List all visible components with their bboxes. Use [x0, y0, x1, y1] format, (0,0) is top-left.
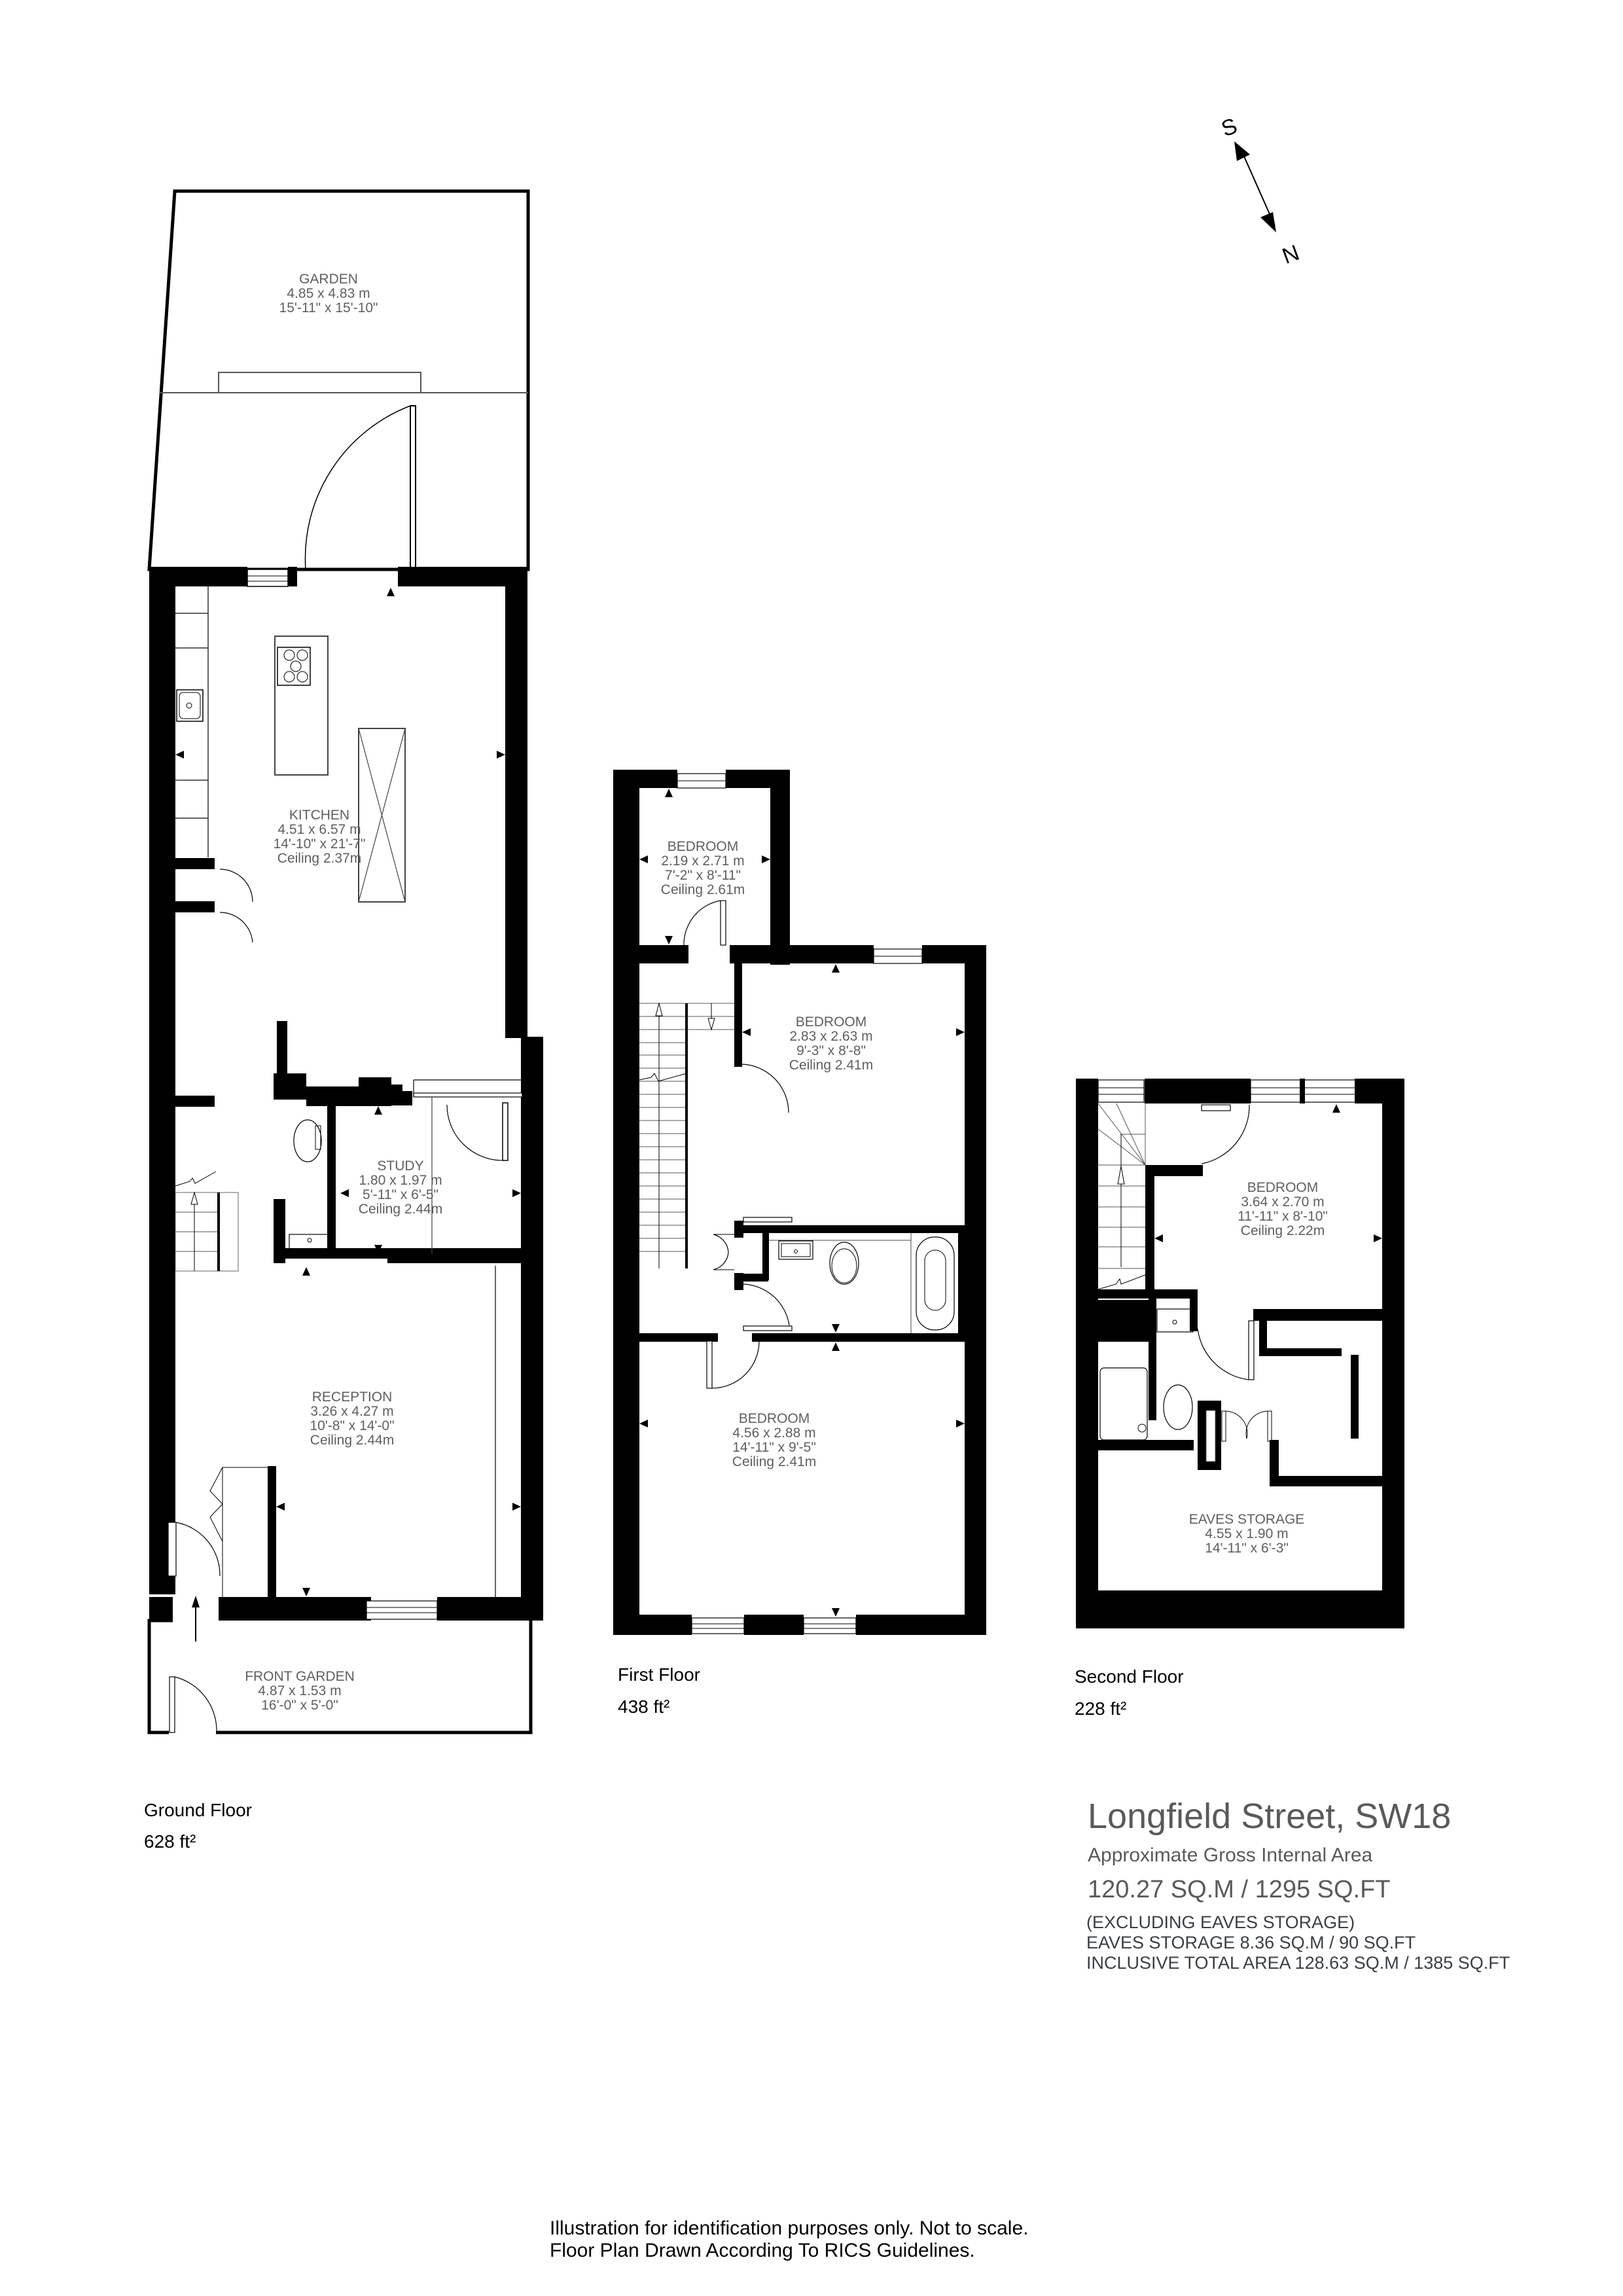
bathtub-icon: [916, 1236, 955, 1331]
disclaimer-line-1: Illustration for identification purposes…: [550, 2217, 1029, 2239]
property-subtitle: Approximate Gross Internal Area: [1088, 1844, 1373, 1866]
front-garden-label: FRONT GARDEN 4.87 x 1.53 m 16'-0" x 5'-0…: [245, 1669, 355, 1713]
front-door-leaf: [168, 1522, 177, 1577]
svg-text:4.85 x 4.83 m: 4.85 x 4.83 m: [287, 286, 370, 301]
svg-text:BEDROOM: BEDROOM: [796, 1014, 867, 1030]
wc-toilet-icon: [293, 1119, 322, 1162]
svg-text:4.51 x 6.57 m: 4.51 x 6.57 m: [277, 822, 361, 837]
first-floor-stairs: [639, 1002, 734, 1268]
property-total-area: 120.27 SQ.M / 1295 SQ.FT: [1088, 1876, 1391, 1903]
svg-text:KITCHEN: KITCHEN: [289, 808, 349, 823]
ground-floor-title: Ground Floor: [144, 1800, 252, 1820]
svg-text:14'-10" x 21'-7": 14'-10" x 21'-7": [274, 836, 366, 852]
compass-arrow-south-icon: [1234, 141, 1250, 161]
reception-window: [366, 1600, 438, 1620]
first-floor-bedroom-middle-label: BEDROOM 2.83 x 2.63 m 9'-3" x 8'-8" Ceil…: [789, 1014, 873, 1073]
svg-text:Ceiling 2.22m: Ceiling 2.22m: [1241, 1223, 1325, 1238]
disclaimer-line-2: Floor Plan Drawn According To RICS Guide…: [550, 2240, 975, 2261]
svg-text:Ceiling 2.44m: Ceiling 2.44m: [310, 1433, 394, 1448]
kitchen-label: KITCHEN 4.51 x 6.57 m 14'-10" x 21'-7" C…: [274, 808, 366, 866]
kitchen-island: [274, 636, 329, 776]
garden-boundary: [147, 189, 530, 571]
first-floor-plan: BEDROOM 2.19 x 2.71 m 7'-2" x 8'-11" Cei…: [613, 770, 986, 1635]
svg-text:Ceiling 2.41m: Ceiling 2.41m: [732, 1454, 816, 1469]
svg-text:5'-11" x 6'-5": 5'-11" x 6'-5": [363, 1187, 438, 1202]
kitchen-sink-icon: [176, 689, 204, 722]
front-gate-leaf: [169, 1676, 175, 1733]
garden-planter: [218, 372, 421, 393]
eaves-storage-label: EAVES STORAGE 4.55 x 1.90 m 14'-11" x 6'…: [1189, 1512, 1305, 1556]
garden-label: GARDEN 4.85 x 4.83 m 15'-11" x 15'-10": [279, 272, 378, 315]
hob-icon: [277, 647, 311, 686]
svg-text:15'-11" x 15'-10": 15'-11" x 15'-10": [279, 300, 378, 315]
second-floor-area: 228 ft²: [1075, 1698, 1127, 1719]
svg-text:4.56 x 2.88 m: 4.56 x 2.88 m: [732, 1426, 815, 1441]
svg-text:Ceiling 2.61m: Ceiling 2.61m: [661, 882, 745, 897]
area-note-excluding: (EXCLUDING EAVES STORAGE): [1086, 1912, 1355, 1932]
rooflight: [358, 728, 406, 903]
boiler-cupboard: [1098, 1300, 1149, 1342]
svg-text:1.80 x 1.97 m: 1.80 x 1.97 m: [359, 1173, 442, 1188]
first-floor-bedroom-front-label: BEDROOM 4.56 x 2.88 m 14'-11" x 9'-5" Ce…: [732, 1411, 816, 1469]
wc-basin-icon: [289, 1234, 330, 1249]
svg-text:16'-0" x 5'-0": 16'-0" x 5'-0": [261, 1698, 338, 1713]
shower-room-basin-icon: [1156, 1308, 1194, 1333]
svg-text:STUDY: STUDY: [377, 1158, 423, 1174]
svg-text:14'-11" x 9'-5": 14'-11" x 9'-5": [732, 1440, 816, 1455]
ground-stairs: [175, 1171, 239, 1272]
shower-room-toilet-icon: [1163, 1384, 1193, 1430]
reception-label: RECEPTION 3.26 x 4.27 m 10'-8" x 14'-0" …: [310, 1390, 394, 1448]
study-label: STUDY 1.80 x 1.97 m 5'-11" x 6'-5" Ceili…: [359, 1158, 442, 1217]
svg-text:GARDEN: GARDEN: [299, 272, 358, 287]
svg-text:BEDROOM: BEDROOM: [739, 1411, 810, 1426]
second-floor-title: Second Floor: [1075, 1666, 1184, 1687]
svg-text:BEDROOM: BEDROOM: [668, 839, 739, 854]
first-floor-area: 438 ft²: [618, 1696, 670, 1717]
svg-text:RECEPTION: RECEPTION: [312, 1390, 393, 1405]
disclaimer: Illustration for identification purposes…: [550, 2217, 1028, 2262]
svg-text:3.26 x 4.27 m: 3.26 x 4.27 m: [310, 1404, 393, 1419]
svg-text:2.83 x 2.63 m: 2.83 x 2.63 m: [789, 1029, 872, 1044]
svg-text:2.19 x 2.71 m: 2.19 x 2.71 m: [661, 853, 744, 869]
property-title: Longfield Street, SW18: [1088, 1797, 1452, 1836]
compass-north-label: N: [1279, 240, 1302, 269]
garden-door-swing: [304, 405, 411, 570]
ground-floor-plan: KITCHEN 4.51 x 6.57 m 14'-10" x 21'-7" C…: [147, 189, 543, 1734]
svg-text:7'-2" x 8'-11": 7'-2" x 8'-11": [665, 868, 741, 883]
svg-text:4.87 x 1.53 m: 4.87 x 1.53 m: [258, 1683, 341, 1698]
svg-text:Ceiling 2.41m: Ceiling 2.41m: [789, 1058, 873, 1073]
compass: S N: [1218, 113, 1302, 269]
svg-text:FRONT GARDEN: FRONT GARDEN: [245, 1669, 355, 1684]
svg-text:EAVES STORAGE: EAVES STORAGE: [1189, 1512, 1305, 1527]
bathroom-toilet-icon: [829, 1242, 859, 1285]
first-floor-bedroom-rear-label: BEDROOM 2.19 x 2.71 m 7'-2" x 8'-11" Cei…: [661, 839, 745, 897]
svg-text:14'-11" x 6'-3": 14'-11" x 6'-3": [1205, 1541, 1289, 1556]
entrance-arrow-icon: [192, 1596, 200, 1607]
second-floor-stairs: [1097, 1103, 1146, 1290]
compass-south-label: S: [1218, 113, 1240, 141]
bathroom-basin-icon: [778, 1240, 813, 1260]
svg-text:3.64 x 2.70 m: 3.64 x 2.70 m: [1241, 1194, 1324, 1210]
svg-text:BEDROOM: BEDROOM: [1247, 1180, 1319, 1195]
second-floor-bedroom-label: BEDROOM 3.64 x 2.70 m 11'-11" x 8'-10" C…: [1238, 1180, 1328, 1238]
second-floor-plan: BEDROOM 3.64 x 2.70 m 11'-11" x 8'-10" C…: [1076, 1079, 1404, 1628]
compass-line: [1241, 150, 1275, 226]
svg-text:9'-3" x 8'-8": 9'-3" x 8'-8": [796, 1043, 866, 1058]
svg-text:Ceiling 2.37m: Ceiling 2.37m: [277, 851, 361, 866]
svg-text:Ceiling 2.44m: Ceiling 2.44m: [359, 1202, 442, 1217]
svg-text:10'-8" x 14'-0": 10'-8" x 14'-0": [310, 1418, 394, 1433]
garden-door-leaf: [410, 405, 416, 570]
shower-tray-icon: [1099, 1367, 1148, 1441]
first-floor-title: First Floor: [618, 1664, 700, 1685]
compass-arrow-north-icon: [1260, 212, 1276, 232]
area-note-inclusive: INCLUSIVE TOTAL AREA 128.63 SQ.M / 1385 …: [1086, 1953, 1510, 1973]
area-note-eaves: EAVES STORAGE 8.36 SQ.M / 90 SQ.FT: [1086, 1933, 1416, 1952]
svg-text:4.55 x 1.90 m: 4.55 x 1.90 m: [1205, 1526, 1288, 1541]
ground-floor-area: 628 ft²: [144, 1831, 196, 1852]
svg-text:11'-11" x 8'-10": 11'-11" x 8'-10": [1238, 1209, 1328, 1224]
property-area-notes: (EXCLUDING EAVES STORAGE) EAVES STORAGE …: [1086, 1912, 1510, 1973]
